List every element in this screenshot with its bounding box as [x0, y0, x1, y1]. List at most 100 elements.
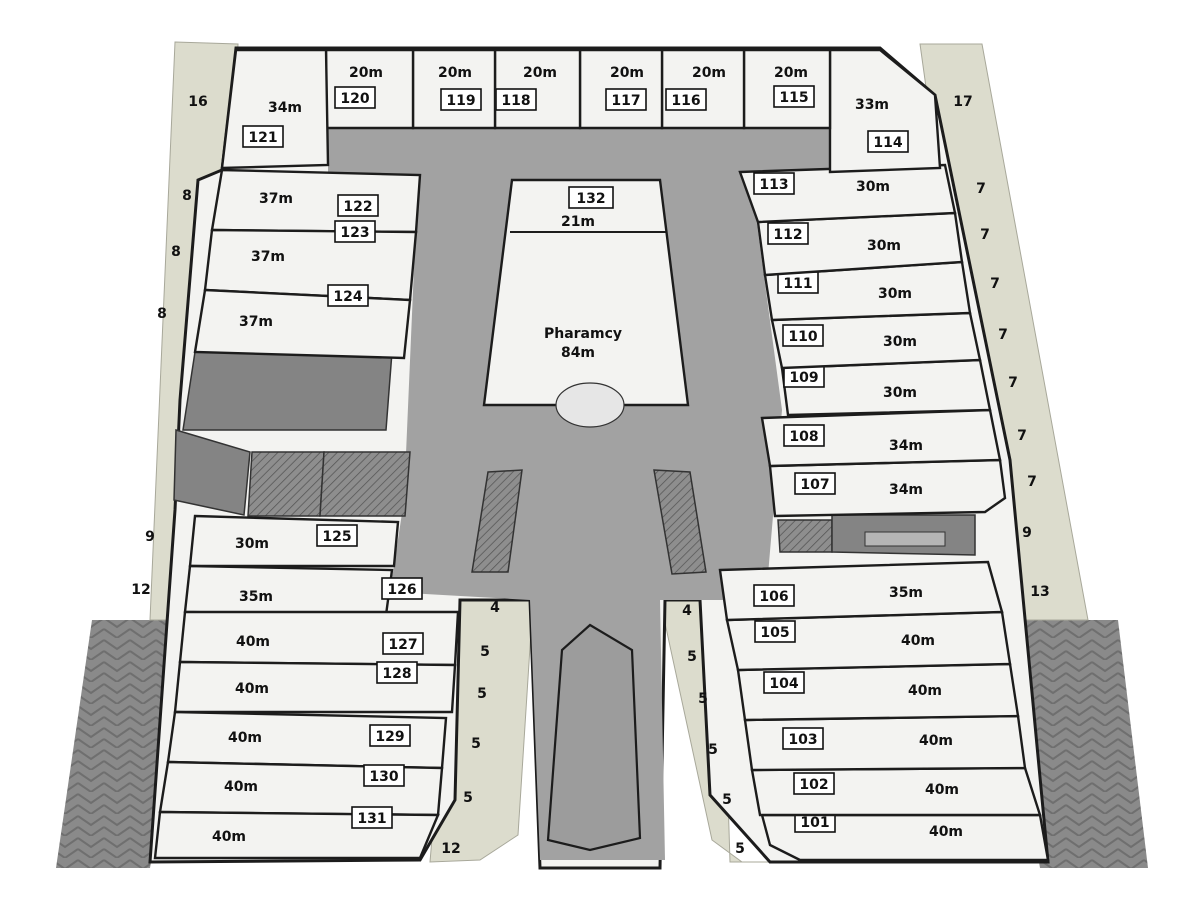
side-number-26: 5: [708, 742, 718, 758]
unit-112-area: 30m: [867, 238, 901, 254]
side-number-5: 9: [145, 529, 155, 545]
unit-111-area: 30m: [878, 286, 912, 302]
unit-127-id: 127: [388, 637, 417, 653]
service-core-left: [173, 351, 411, 517]
side-number-2: 8: [182, 188, 192, 204]
side-number-21: 5: [463, 790, 473, 806]
unit-125-area: 30m: [235, 536, 269, 552]
unit-101-id: 101: [800, 815, 829, 831]
unit-127-box: [382, 632, 424, 655]
side-number-8: 7: [976, 181, 986, 197]
unit-104-id: 104: [769, 676, 798, 692]
unit-116-area: 20m: [692, 65, 726, 81]
unit-113-id: 113: [759, 177, 788, 193]
unit-127: 127 40m: [178, 610, 460, 667]
unit-120-area: 20m: [349, 65, 383, 81]
unit-105-id: 105: [760, 625, 789, 641]
unit-118-area: 20m: [523, 65, 557, 81]
unit-124-id: 124: [333, 289, 362, 305]
unit-114-box: [867, 130, 909, 153]
unit-130-area: 40m: [224, 779, 258, 795]
unit-126-room: [183, 564, 394, 617]
unit-111-id: 111: [783, 276, 812, 292]
unit-118-id: 118: [501, 93, 530, 109]
unit-117-id: 117: [611, 93, 640, 109]
unit-119-box: [440, 88, 482, 111]
unit-116-box: [665, 88, 707, 111]
side-number-27: 5: [722, 792, 732, 808]
side-number-7: 17: [953, 94, 972, 110]
unit-114-id: 114: [873, 135, 902, 151]
unit-131-id: 131: [357, 811, 386, 827]
unit-108-area: 34m: [889, 438, 923, 454]
unit-123-room: [203, 228, 418, 302]
unit-109-id: 109: [789, 370, 818, 386]
center-planter: [546, 623, 642, 852]
unit-107-area: 34m: [889, 482, 923, 498]
unit-109-area: 30m: [883, 385, 917, 401]
ramps: [471, 469, 707, 575]
side-number-20: 5: [471, 736, 481, 752]
side-number-16: 13: [1030, 584, 1049, 600]
side-number-4: 8: [157, 306, 167, 322]
unit-123-box: [334, 220, 376, 243]
side-number-3: 8: [171, 244, 181, 260]
unit-112-box: [767, 222, 809, 245]
unit-131-box: [351, 806, 393, 829]
side-number-17: 4: [490, 600, 500, 616]
side-number-9: 7: [980, 227, 990, 243]
unit-107: 107 34m: [768, 458, 1007, 518]
unit-103-id: 103: [788, 732, 817, 748]
unit-103-box: [782, 727, 824, 750]
unit-120-box: [334, 86, 376, 109]
unit-117-box: [605, 88, 647, 111]
side-number-28: 5: [735, 841, 745, 857]
side-number-14: 7: [1027, 474, 1037, 490]
unit-106-area: 35m: [889, 585, 923, 601]
unit-127-area: 40m: [236, 634, 270, 650]
unit-129-area: 40m: [228, 730, 262, 746]
side-number-10: 7: [990, 276, 1000, 292]
side-number-13: 7: [1017, 428, 1027, 444]
unit-118: 118 20m: [493, 48, 582, 130]
unit-108-box: [783, 424, 825, 447]
unit-117-area: 20m: [610, 65, 644, 81]
unit-125-room: [188, 514, 400, 568]
unit-114-area: 33m: [855, 97, 889, 113]
side-number-11: 7: [998, 327, 1008, 343]
unit-121-id: 121: [248, 130, 277, 146]
side-number-18: 5: [480, 644, 490, 660]
unit-122-id: 122: [343, 199, 372, 215]
unit-122-box: [337, 194, 379, 217]
side-number-12: 7: [1008, 375, 1018, 391]
unit-107-box: [794, 472, 836, 495]
unit-126-area: 35m: [239, 589, 273, 605]
pharmacy-label-group: 132 21m Pharamcy 84m: [544, 186, 622, 361]
pharmacy-name: Pharamcy: [544, 326, 622, 342]
unit-129-box: [369, 724, 411, 747]
unit-114-room: [828, 48, 942, 174]
unit-132-box: [568, 186, 614, 209]
unit-107-id: 107: [800, 477, 829, 493]
unit-102-area: 40m: [925, 782, 959, 798]
side-number-19: 5: [477, 686, 487, 702]
unit-128-id: 128: [382, 666, 411, 682]
unit-121-box: [242, 125, 284, 148]
unit-106-box: [753, 584, 795, 607]
unit-108-id: 108: [789, 429, 818, 445]
unit-114: 114 33m: [828, 48, 942, 174]
